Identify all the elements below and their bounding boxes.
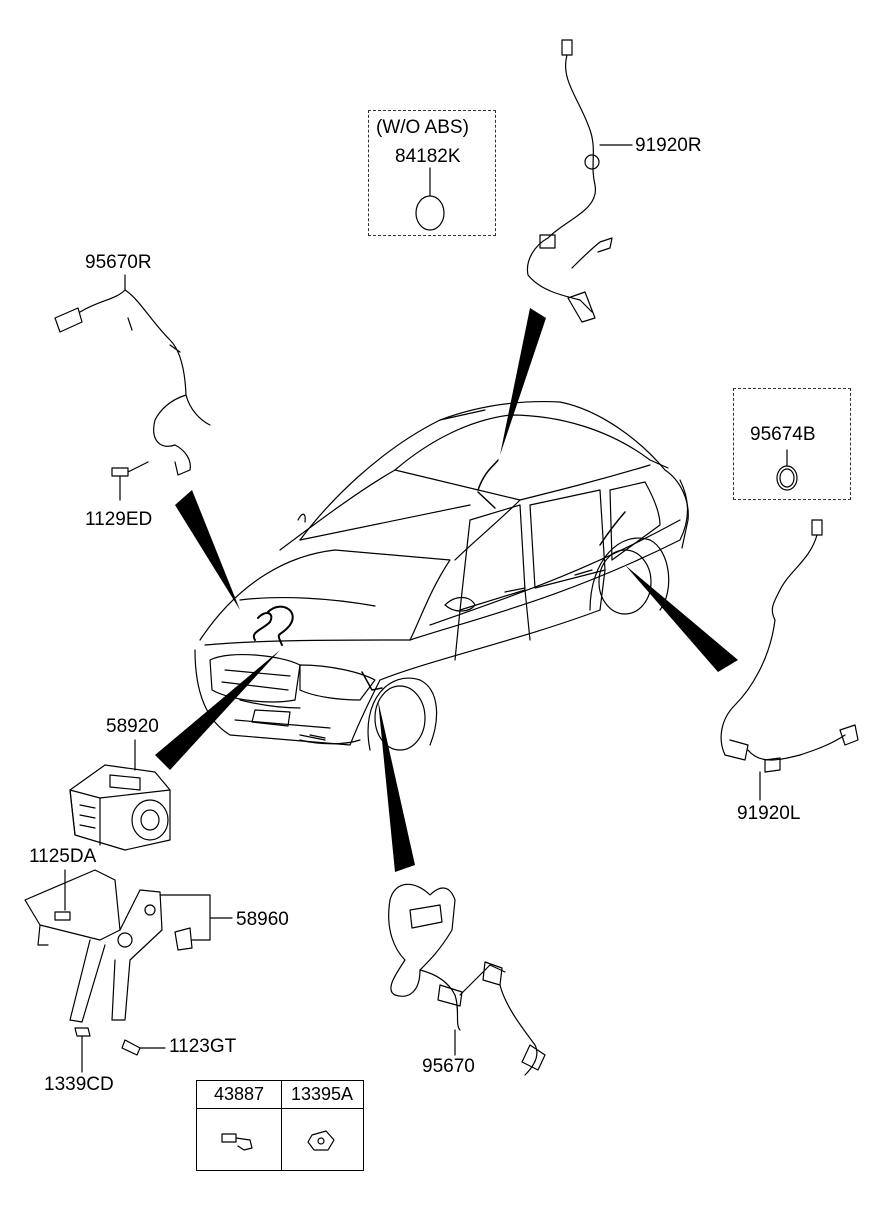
part-label-58920: 58920 bbox=[106, 716, 159, 737]
part-label-95670: 95670 bbox=[422, 1056, 475, 1077]
sensor-95670 bbox=[388, 883, 546, 1076]
sensor-95670R bbox=[54, 274, 211, 501]
part-label-1339CD: 1339CD bbox=[44, 1074, 114, 1095]
legend-column-13395A: 13395A bbox=[281, 1081, 363, 1170]
sensor-91920L bbox=[720, 519, 859, 801]
wo-abs-note-box bbox=[368, 110, 496, 236]
legend-column-43887: 43887 bbox=[197, 1081, 282, 1170]
part-95674B-box bbox=[733, 388, 851, 500]
car-illustration bbox=[194, 400, 689, 751]
fastener-legend-table: 43887 13395A bbox=[196, 1080, 364, 1171]
part-label-58960: 58960 bbox=[236, 909, 289, 930]
part-label-1129ED: 1129ED bbox=[85, 509, 153, 530]
wo-abs-note-label: (W/O ABS) bbox=[376, 117, 469, 138]
part-label-91920L: 91920L bbox=[737, 803, 801, 824]
sensor-91920R bbox=[526, 39, 633, 323]
part-label-95670R: 95670R bbox=[85, 252, 152, 273]
leader-wedges bbox=[155, 308, 738, 872]
part-label-91920R: 91920R bbox=[635, 135, 702, 156]
part-label-95674B: 95674B bbox=[750, 424, 816, 445]
part-label-84182K: 84182K bbox=[395, 146, 461, 167]
abs-unit bbox=[69, 739, 171, 851]
part-label-1123GT: 1123GT bbox=[169, 1036, 237, 1057]
bracket-58960 bbox=[24, 869, 233, 1073]
legend-header-13395A: 13395A bbox=[281, 1081, 363, 1109]
legend-header-43887: 43887 bbox=[197, 1081, 281, 1109]
part-label-1125DA: 1125DA bbox=[29, 846, 97, 867]
